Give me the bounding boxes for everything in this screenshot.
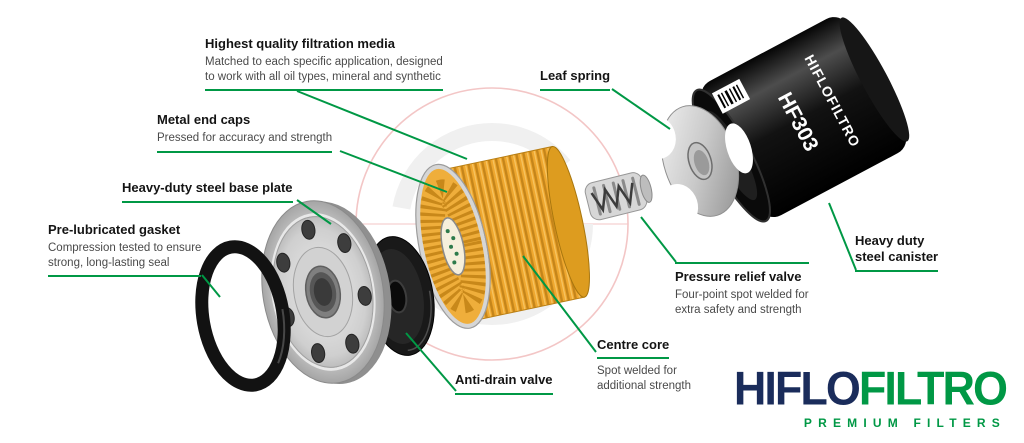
leader-line-end-caps <box>339 150 448 193</box>
label-base-plate: Heavy-duty steel base plate <box>122 180 293 203</box>
canister-part: HIFLOFILTRO HF303 <box>691 17 910 223</box>
label-gasket: Pre-lubricated gasket Compression tested… <box>48 222 202 277</box>
gasket-sheen <box>200 245 286 387</box>
leaf-spring-notch <box>725 123 753 174</box>
label-title: Metal end caps <box>157 112 251 127</box>
label-description: Four-point spot welded for extra safety … <box>675 289 809 316</box>
leader-line-centre-core <box>522 255 597 353</box>
logo-text-filtro: FILTRO <box>858 361 1008 416</box>
label-title: Highest quality filtration media <box>205 36 395 51</box>
label-title: Leaf spring <box>540 68 611 83</box>
relief-valve-spring <box>590 182 634 214</box>
label-description: Compression tested to ensure strong, lon… <box>48 242 202 269</box>
label-description: Matched to each specific application, de… <box>205 56 443 83</box>
media-pleats-radial <box>418 179 487 314</box>
logo-wordmark: HIFLOFILTRO <box>733 361 1008 416</box>
label-canister: Heavy duty steel canister <box>855 233 939 272</box>
plate-thread-bore <box>313 278 333 306</box>
canister-dome-end <box>839 17 910 142</box>
hiflofiltro-logo: HIFLOFILTRO PREMIUM FILTERS <box>733 361 1008 430</box>
label-title: Centre core <box>597 337 670 359</box>
leader-line-filtration-media <box>296 90 468 160</box>
label-title: Pre-lubricated gasket <box>48 222 181 237</box>
leader-lines <box>201 88 857 392</box>
leader-line-relief-valve <box>640 216 677 263</box>
media-end <box>546 145 590 298</box>
label-description: Spot welded for additional strength <box>597 365 691 392</box>
label-title: Heavy-duty steel base plate <box>122 180 293 195</box>
plate-rim-highlight <box>270 213 376 371</box>
gasket-part <box>195 240 291 392</box>
leaf-spring-hole-shadow <box>693 150 710 176</box>
label-filtration-media: Highest quality filtration media Matched… <box>205 36 443 91</box>
leaf-spring-notch <box>659 184 699 228</box>
label-leaf-spring: Leaf spring <box>540 68 611 91</box>
label-title: Pressure relief valve <box>675 269 802 284</box>
leader-line-gasket <box>201 274 221 298</box>
pressure-relief-valve-part <box>584 172 653 221</box>
canister-barcode <box>711 78 751 114</box>
logo-tagline: PREMIUM FILTERS <box>803 416 1006 430</box>
relief-valve-end-washer <box>639 174 653 203</box>
label-relief-valve: Pressure relief valve Four-point spot we… <box>675 262 809 317</box>
label-title: Heavy duty steel canister <box>855 233 939 264</box>
filtration-media-part <box>415 145 590 329</box>
anti-drain-sheen <box>368 240 432 352</box>
leader-line-anti-drain <box>405 332 457 392</box>
leader-line-leaf-spring <box>611 88 671 130</box>
label-end-caps: Metal end caps Pressed for accuracy and … <box>157 112 333 153</box>
leader-line-canister <box>828 202 857 271</box>
media-end-cap-edge <box>415 163 491 329</box>
leader-line-base-plate <box>296 199 332 225</box>
label-anti-drain-valve: Anti-drain valve <box>455 372 553 395</box>
centre-core-perforations <box>445 229 459 265</box>
label-title: Anti-drain valve <box>455 372 553 387</box>
label-description: Pressed for accuracy and strength <box>157 132 333 144</box>
logo-text-hiflo: HIFLO <box>733 361 861 416</box>
label-centre-core: Centre core Spot welded for additional s… <box>597 336 691 393</box>
